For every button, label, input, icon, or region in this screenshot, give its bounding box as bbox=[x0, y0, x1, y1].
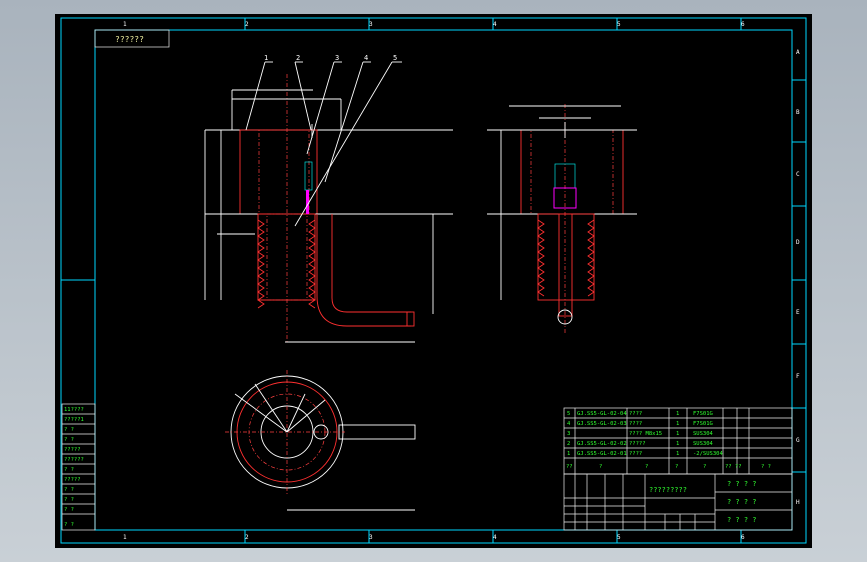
bom-no: 2 bbox=[567, 441, 570, 447]
bom-header-name: ? bbox=[645, 464, 648, 470]
top-view bbox=[225, 370, 416, 511]
bom-row-5: 5 GJ.SS5-GL-02-04 ???? 1 F7S01G bbox=[567, 411, 713, 417]
side-panel-5: ?????? bbox=[64, 457, 84, 463]
bom-name: ???? M8x15 bbox=[629, 431, 662, 437]
side-panel-10: ? ? bbox=[64, 507, 74, 513]
zone-top-2: 2 bbox=[245, 21, 249, 28]
bom-row-3: 3 ???? M8x15 1 SUS304 bbox=[567, 431, 714, 437]
side-view bbox=[487, 104, 637, 334]
zone-right-a: A bbox=[796, 49, 800, 56]
bom-header-row: ?? ? ? ? ? ?? ?? ? ? bbox=[566, 464, 771, 470]
zone-right-c: C bbox=[796, 171, 800, 178]
side-panel-0: 11???? bbox=[64, 407, 84, 413]
cad-drawing: 1 2 3 4 5 6 1 2 3 4 5 6 A B C D E F G H … bbox=[60, 17, 807, 544]
balloon-3: 3 bbox=[335, 54, 339, 62]
balloon-5: 5 bbox=[393, 54, 397, 62]
bom-qty: 1 bbox=[676, 451, 679, 457]
side-panel-8: ? ? bbox=[64, 487, 74, 493]
title-right-3: ? ? ? ? bbox=[727, 516, 757, 524]
zone-right-e: E bbox=[796, 309, 800, 316]
bom-code: GJ.SS5-GL-02-01 bbox=[577, 451, 627, 457]
bom-qty: 1 bbox=[676, 411, 679, 417]
bom-header-qty: ? bbox=[675, 464, 678, 470]
bom-header-note: ? ? bbox=[761, 464, 771, 470]
zone-top-6: 6 bbox=[741, 21, 745, 28]
bom-mat: SUS304 bbox=[693, 441, 714, 447]
bom-qty: 1 bbox=[676, 421, 679, 427]
corner-box-text: ?????? bbox=[115, 35, 144, 44]
side-panel-7: ????? bbox=[64, 477, 81, 483]
drawing-frame: 1 2 3 4 5 6 1 2 3 4 5 6 A B C D E F G H … bbox=[55, 14, 812, 548]
bom-code: GJ.SS5-GL-02-02 bbox=[577, 441, 627, 447]
bom-qty: 1 bbox=[676, 441, 679, 447]
balloon-4: 4 bbox=[364, 54, 368, 62]
side-panel-4: ????? bbox=[64, 447, 81, 453]
zone-top-5: 5 bbox=[617, 21, 621, 28]
outer-border bbox=[60, 17, 807, 544]
front-view bbox=[204, 61, 453, 344]
bom-mat: F7S01G bbox=[693, 421, 713, 427]
side-panel-11: ? ? bbox=[64, 522, 74, 528]
bom-mat: SUS304 bbox=[693, 431, 714, 437]
title-right-2: ? ? ? ? bbox=[727, 498, 757, 506]
bom-name: ???? bbox=[629, 421, 642, 427]
bom-row-4: 4 GJ.SS5-GL-02-03 ???? 1 F7S01G bbox=[567, 421, 713, 427]
side-panel-9: ? ? bbox=[64, 497, 74, 503]
zone-bottom-2: 2 bbox=[245, 534, 249, 541]
side-panel-3: ? ? bbox=[64, 437, 74, 443]
inner-border bbox=[94, 29, 793, 531]
zone-right-g: G bbox=[796, 437, 800, 444]
bom-row-1: 1 GJ.SS5-GL-02-01 ???? 1 -2/SUS304 bbox=[567, 451, 723, 457]
bom-mat: -2/SUS304 bbox=[693, 451, 723, 457]
zone-top-3: 3 bbox=[369, 21, 373, 28]
zone-bottom-3: 3 bbox=[369, 534, 373, 541]
title-right-1: ? ? ? ? bbox=[727, 480, 757, 488]
zone-right-h: H bbox=[796, 499, 800, 506]
zone-bottom-4: 4 bbox=[493, 534, 497, 541]
zone-top-1: 1 bbox=[123, 21, 127, 28]
bom-no: 5 bbox=[567, 411, 570, 417]
bom-mat: F7S01G bbox=[693, 411, 713, 417]
zone-right-f: F bbox=[796, 373, 800, 380]
title-block bbox=[563, 473, 793, 531]
bom-name: ???? bbox=[629, 451, 642, 457]
zone-bottom-6: 6 bbox=[741, 534, 745, 541]
bom-header-code: ? bbox=[599, 464, 602, 470]
zone-bottom-5: 5 bbox=[617, 534, 621, 541]
bom-header-no: ?? bbox=[566, 464, 573, 470]
side-panel bbox=[61, 403, 96, 531]
balloon-1: 1 bbox=[264, 54, 268, 62]
balloon-2: 2 bbox=[296, 54, 300, 62]
bom-row-2: 2 GJ.SS5-GL-02-02 ????? 1 SUS304 bbox=[567, 441, 714, 447]
bom-header-weight: ?? ?? bbox=[725, 464, 742, 470]
drawing-title: ????????? bbox=[649, 486, 687, 494]
side-panel-6: ? ? bbox=[64, 467, 74, 473]
bom-no: 3 bbox=[567, 431, 570, 437]
zone-right-b: B bbox=[796, 109, 800, 116]
side-panel-2: ? ? bbox=[64, 427, 74, 433]
zone-bottom-1: 1 bbox=[123, 534, 127, 541]
zone-right-d: D bbox=[796, 239, 800, 246]
bom-header-mat: ? bbox=[703, 464, 706, 470]
bom-no: 4 bbox=[567, 421, 571, 427]
bom-no: 1 bbox=[567, 451, 570, 457]
zone-top-4: 4 bbox=[493, 21, 497, 28]
bom-name: ???? bbox=[629, 411, 642, 417]
side-panel-1: ?????1 bbox=[64, 417, 84, 423]
bom-name: ????? bbox=[629, 441, 646, 447]
bom-qty: 1 bbox=[676, 431, 679, 437]
zone-ticks bbox=[61, 18, 806, 543]
corner-box bbox=[94, 29, 170, 48]
bom-code: GJ.SS5-GL-02-04 bbox=[577, 411, 627, 417]
bom-code: GJ.SS5-GL-02-03 bbox=[577, 421, 627, 427]
